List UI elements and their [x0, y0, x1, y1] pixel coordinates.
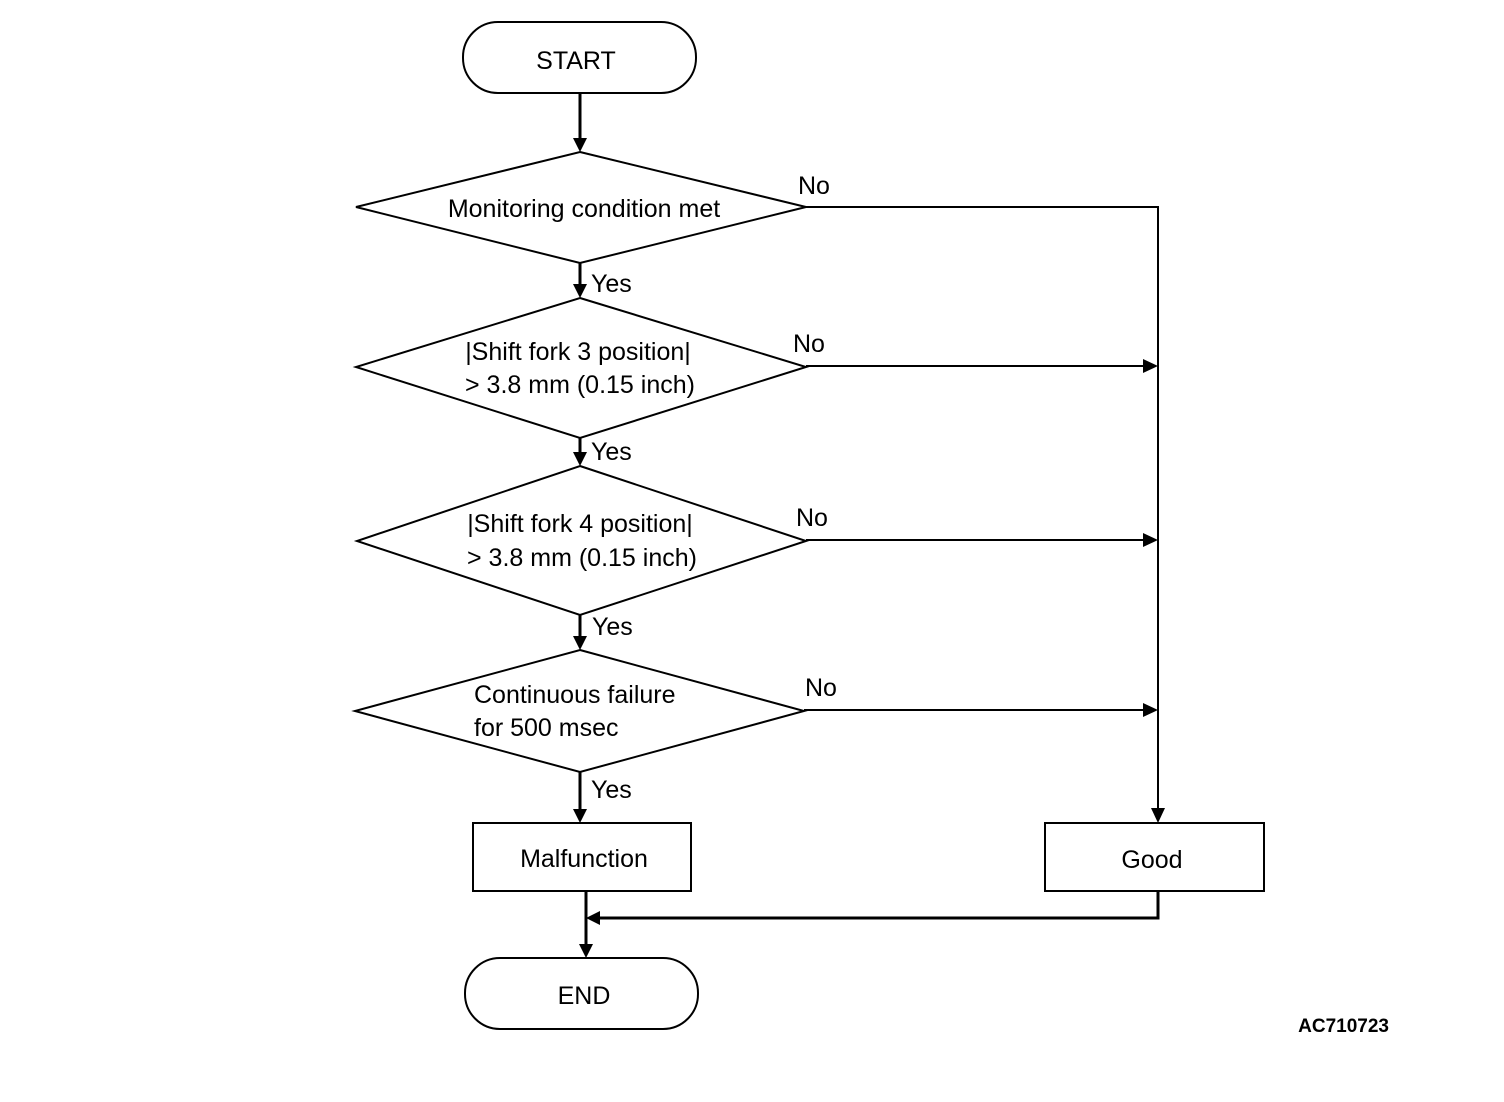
decision-shift-fork-4: |Shift fork 4 position| > 3.8 mm (0.15 i…: [353, 464, 810, 617]
edge-label-d4-no: No: [805, 674, 837, 702]
decision-continuous-failure-line1: Continuous failure: [474, 681, 676, 709]
edge-label-d3-no: No: [796, 504, 828, 532]
arrowhead-d3-d4: [573, 636, 587, 650]
arrowhead-good-end: [586, 911, 600, 925]
decision-continuous-failure: Continuous failure for 500 msec: [351, 648, 808, 774]
decision-shift-fork-4-line2: > 3.8 mm (0.15 inch): [467, 544, 697, 572]
arrowhead-start-d1: [573, 138, 587, 152]
decision-monitoring-condition-text: Monitoring condition met: [448, 195, 720, 223]
arrowhead-d4-no: [1143, 703, 1158, 717]
edge-label-d1-yes: Yes: [591, 270, 632, 298]
decision-shift-fork-3-line1: |Shift fork 3 position|: [465, 338, 691, 366]
end-label: END: [558, 982, 611, 1010]
arrowhead-to-good: [1151, 808, 1165, 823]
arrowhead-d1-d2: [573, 284, 587, 298]
arrowhead-d3-no: [1143, 533, 1158, 547]
edge-label-d2-no: No: [793, 330, 825, 358]
start-label: START: [536, 47, 616, 75]
connector-d1-no: [806, 206, 1159, 810]
decision-monitoring-condition: Monitoring condition met: [355, 150, 807, 265]
decision-shift-fork-3-line2: > 3.8 mm (0.15 inch): [465, 371, 695, 399]
edge-label-d4-yes: Yes: [591, 776, 632, 804]
end-terminal: END: [464, 957, 699, 1030]
edge-label-d2-yes: Yes: [591, 438, 632, 466]
arrowhead-d4-malfunction: [573, 809, 587, 823]
edge-label-d3-yes: Yes: [592, 613, 633, 641]
arrowhead-d2-no: [1143, 359, 1158, 373]
good-box: Good: [1044, 822, 1265, 892]
good-label: Good: [1121, 846, 1182, 874]
decision-continuous-failure-line2: for 500 msec: [474, 714, 619, 742]
malfunction-label: Malfunction: [520, 845, 648, 873]
decision-shift-fork-4-line1: |Shift fork 4 position|: [467, 510, 693, 538]
connector-good-end: [600, 891, 1160, 920]
start-terminal: START: [462, 21, 697, 94]
figure-code: AC710723: [1298, 1016, 1389, 1037]
arrowhead-d2-d3: [573, 452, 587, 466]
arrowhead-malfunction-end: [579, 944, 593, 958]
edge-label-d1-no: No: [798, 172, 830, 200]
decision-shift-fork-3: |Shift fork 3 position| > 3.8 mm (0.15 i…: [352, 296, 810, 440]
malfunction-box: Malfunction: [472, 822, 692, 892]
